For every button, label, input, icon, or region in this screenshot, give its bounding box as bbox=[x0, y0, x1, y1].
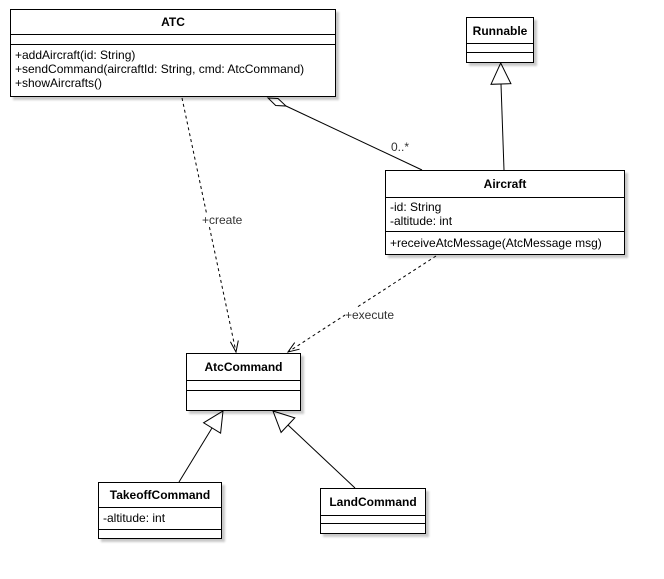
land-generalization-line[interactable] bbox=[287, 424, 356, 489]
create-dependency-line[interactable] bbox=[181, 97, 237, 353]
execute-label: +execute bbox=[345, 308, 395, 322]
class-takeoffcommand-name: TakeoffCommand bbox=[99, 483, 221, 508]
execute-dependency-arrowhead bbox=[286, 342, 300, 353]
takeoff-generalization-triangle bbox=[202, 410, 224, 435]
class-aircraft-attributes: -id: String -altitude: int bbox=[386, 198, 624, 232]
class-atc-operation: +sendCommand(aircraftId: String, cmd: At… bbox=[15, 62, 305, 76]
class-landcommand-attributes bbox=[321, 516, 425, 524]
class-aircraft[interactable]: Aircraft -id: String -altitude: int +rec… bbox=[385, 170, 625, 255]
runnable-generalization-line[interactable] bbox=[500, 83, 505, 171]
class-runnable-name: Runnable bbox=[467, 18, 533, 44]
class-atccommand-attributes bbox=[187, 381, 300, 391]
class-atc[interactable]: ATC +addAircraft(id: String) +sendComman… bbox=[10, 9, 336, 97]
execute-dependency-line[interactable] bbox=[287, 255, 437, 353]
class-landcommand-name: LandCommand bbox=[321, 489, 425, 516]
create-dependency-arrowhead bbox=[229, 340, 239, 354]
class-atc-operation: +addAircraft(id: String) bbox=[15, 48, 136, 62]
class-runnable[interactable]: Runnable bbox=[466, 17, 534, 63]
multiplicity-label: 0..* bbox=[391, 140, 410, 154]
class-takeoffcommand-operations bbox=[99, 530, 221, 537]
create-label: +create bbox=[202, 213, 243, 227]
runnable-generalization-triangle bbox=[490, 61, 512, 85]
class-aircraft-attribute: -altitude: int bbox=[390, 214, 453, 228]
class-atccommand-operations bbox=[187, 391, 300, 410]
class-atc-attributes bbox=[11, 35, 335, 45]
class-landcommand[interactable]: LandCommand bbox=[320, 488, 426, 534]
class-aircraft-name: Aircraft bbox=[386, 171, 624, 198]
aggregation-line[interactable] bbox=[285, 105, 423, 171]
class-aircraft-operations: +receiveAtcMessage(AtcMessage msg) bbox=[386, 232, 624, 252]
class-aircraft-operation: +receiveAtcMessage(AtcMessage msg) bbox=[390, 236, 602, 250]
class-runnable-operations bbox=[467, 53, 533, 61]
class-atc-name: ATC bbox=[11, 10, 335, 35]
class-atccommand-name: AtcCommand bbox=[187, 354, 300, 381]
takeoff-generalization-line[interactable] bbox=[178, 427, 213, 483]
class-landcommand-operations bbox=[321, 524, 425, 533]
class-takeoffcommand[interactable]: TakeoffCommand -altitude: int bbox=[98, 482, 222, 539]
class-atccommand[interactable]: AtcCommand bbox=[186, 353, 301, 411]
class-takeoffcommand-attributes: -altitude: int bbox=[99, 508, 221, 530]
class-atc-operation: +showAircrafts() bbox=[15, 76, 103, 90]
aggregation-diamond bbox=[266, 97, 288, 107]
class-aircraft-attribute: -id: String bbox=[390, 200, 442, 214]
class-atc-operations: +addAircraft(id: String) +sendCommand(ai… bbox=[11, 45, 335, 92]
land-generalization-triangle bbox=[272, 410, 296, 434]
class-runnable-attributes bbox=[467, 44, 533, 53]
class-takeoffcommand-attribute: -altitude: int bbox=[103, 511, 166, 525]
